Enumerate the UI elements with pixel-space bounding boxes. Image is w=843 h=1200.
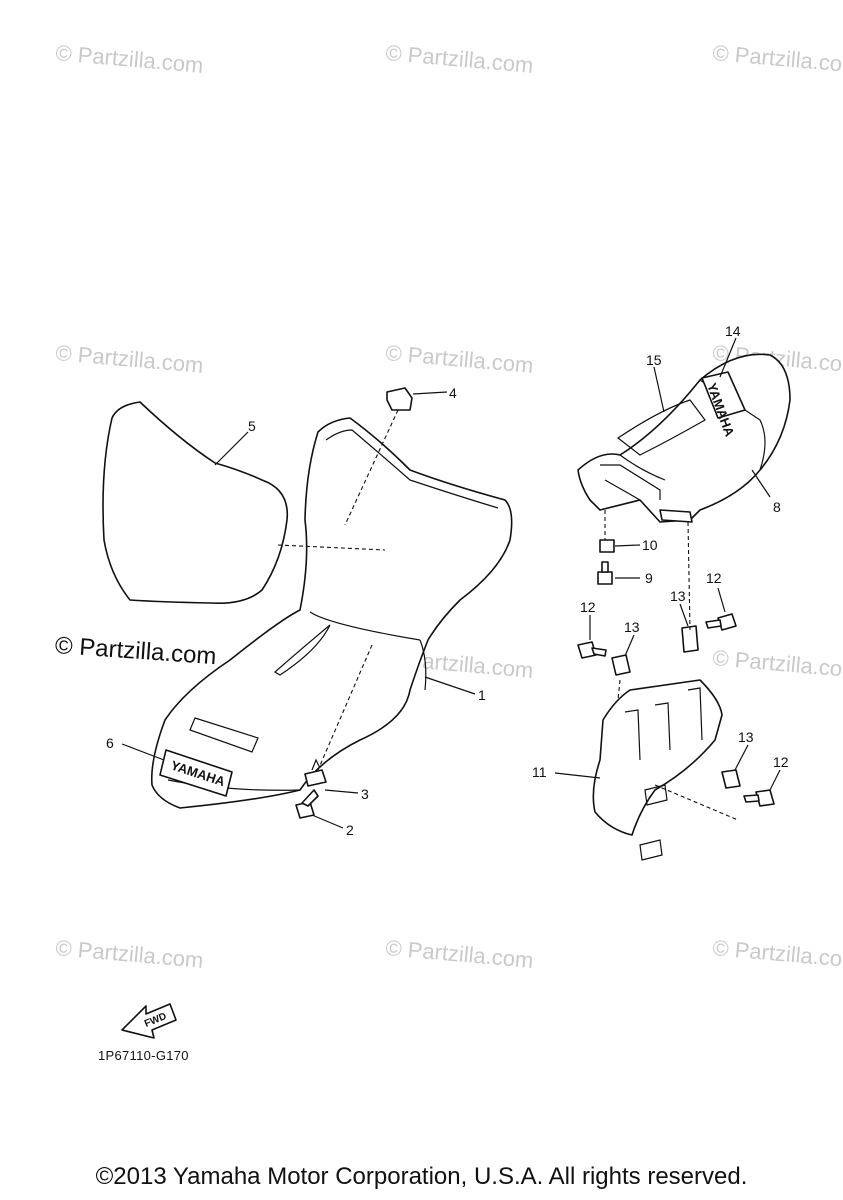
washer (599, 539, 615, 553)
assembly-line (617, 679, 621, 701)
fwd-arrow-icon: FWD (121, 1003, 177, 1039)
assembly-line (654, 784, 739, 821)
callout-12: 12 (706, 570, 722, 586)
watermark: © Partzilla.com (55, 935, 205, 973)
callout-13: 13 (624, 619, 640, 635)
assembly-line (344, 409, 399, 526)
callout-3: 3 (361, 786, 369, 802)
callout-11: 11 (532, 764, 547, 780)
nut (611, 654, 631, 676)
callout-12: 12 (773, 754, 789, 770)
callout-6: 6 (106, 735, 114, 751)
assembly-line (687, 521, 691, 631)
bolt (295, 789, 319, 819)
watermark: © Partzilla.com (712, 40, 843, 78)
callout-2: 2 (346, 822, 354, 838)
watermark: © Partzilla.com (712, 935, 843, 973)
collar (304, 758, 327, 787)
callout-4: 4 (449, 385, 457, 401)
part-code: 1P67110-G170 (98, 1048, 189, 1063)
callout-14: 14 (725, 323, 741, 339)
bracket (592, 679, 723, 861)
callout-9: 9 (645, 570, 653, 586)
assembly-line (317, 644, 373, 771)
callout-13: 13 (670, 588, 686, 604)
rear-seat (577, 353, 791, 523)
callouts: 4 5 1 3 2 6 14 15 8 10 9 12 13 12 13 11 … (106, 323, 789, 838)
bolt (743, 789, 775, 807)
bolt (705, 613, 737, 631)
seat-cover-sheet (102, 401, 289, 605)
copyright-footer: ©2013 Yamaha Motor Corporation, U.S.A. A… (95, 1163, 748, 1190)
nut (721, 769, 741, 789)
watermark: © Partzilla.com (385, 340, 535, 378)
callout-5: 5 (248, 418, 256, 434)
clip (386, 387, 413, 411)
callout-13: 13 (738, 729, 754, 745)
watermark: © Partzilla.com (385, 935, 535, 973)
rear-seat-band (616, 399, 706, 456)
nut (681, 625, 699, 653)
callout-15: 15 (646, 352, 662, 368)
callout-8: 8 (773, 499, 781, 515)
bolt (577, 641, 607, 659)
callout-10: 10 (642, 537, 658, 553)
watermark: © Partzilla.com (55, 40, 205, 78)
callout-12: 12 (580, 599, 596, 615)
leader-lines (121, 337, 781, 829)
assembly-line (277, 544, 386, 551)
watermark: © Partzilla.com (712, 645, 843, 683)
callout-1: 1 (478, 687, 486, 703)
seat-assembly (150, 417, 513, 809)
watermark: © Partzilla.com (55, 340, 205, 378)
watermark: © Partzilla.com (385, 40, 535, 78)
bolt (597, 561, 613, 585)
